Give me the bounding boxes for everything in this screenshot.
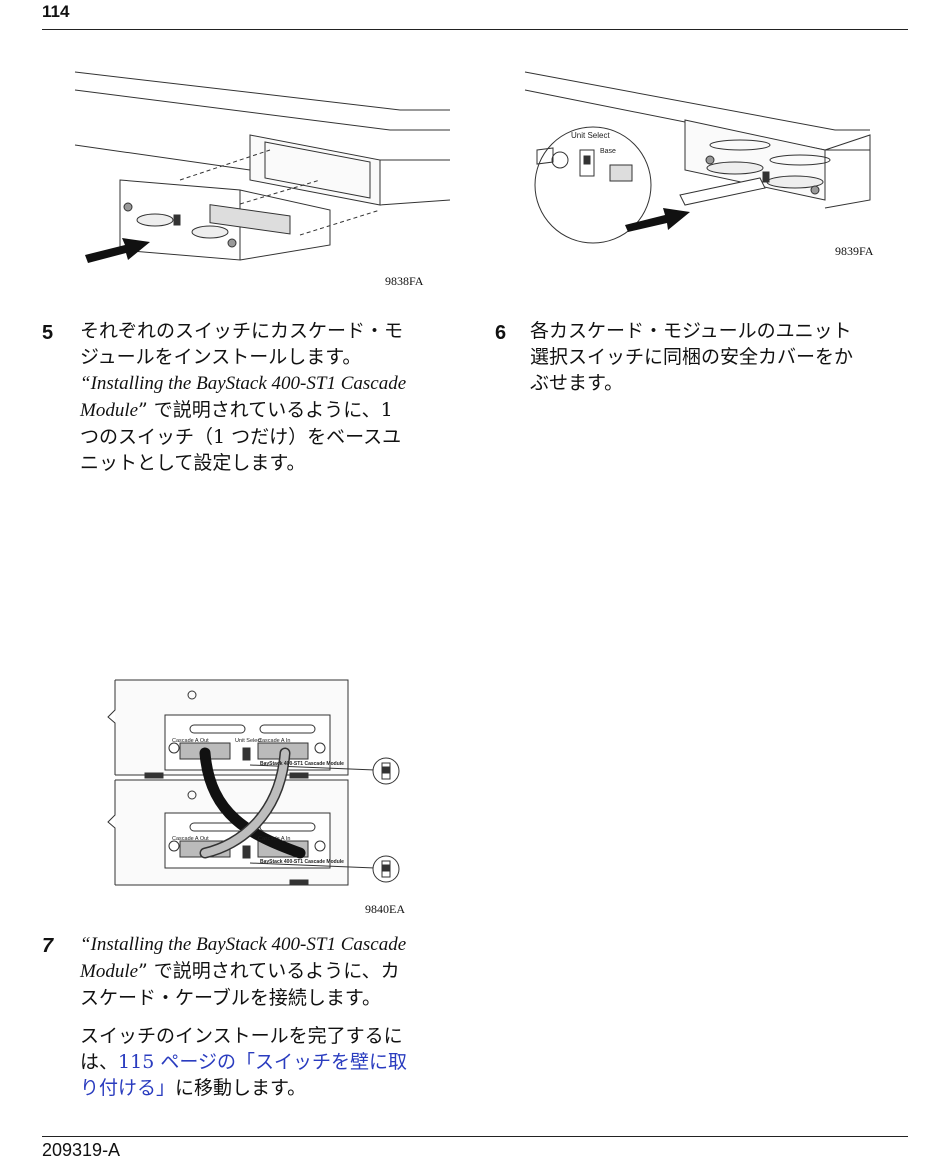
install-module-illustration xyxy=(74,71,451,263)
text-line: は、115 ページの「スイッチを壁に取 xyxy=(80,1049,470,1075)
header-rule xyxy=(42,29,908,30)
document-id: 209319-A xyxy=(42,1140,121,1160)
text-line: 各カスケード・モジュールのユニット xyxy=(530,320,852,342)
cascade-out-label: Cascade A Out xyxy=(172,836,209,842)
cascade-out-label: Cascade A Out xyxy=(172,738,209,744)
figure-install-module: 9838FA xyxy=(70,60,451,288)
reference-title: Module xyxy=(80,961,139,982)
text-line: ぶせます。 xyxy=(530,372,624,394)
page-link[interactable]: り付ける」 xyxy=(80,1077,176,1099)
text-line: り付ける」に移動します。 xyxy=(80,1075,470,1101)
unit-select-illustration: Unit Select Base xyxy=(524,71,871,244)
figure-label: 9839FA xyxy=(835,244,874,258)
text-line: ジュールをインストールします。 xyxy=(80,346,362,368)
page-link[interactable]: 115 ページの「スイッチを壁に取 xyxy=(118,1051,407,1073)
text-line: Module” で説明されているように、1 xyxy=(80,397,460,424)
switch-title-label: Unit Select xyxy=(571,131,610,140)
text-line: ニットとして設定します。 xyxy=(80,452,306,474)
cascade-in-label: Cascade A In xyxy=(258,738,290,744)
step-7-text: “Installing the BayStack 400-ST1 Cascade… xyxy=(80,931,470,1101)
step-number: 7 xyxy=(42,935,54,957)
step-6-text: 各カスケード・モジュールのユニット 選択スイッチに同梱の安全カバーをか ぶせます… xyxy=(530,318,910,396)
footer-rule xyxy=(42,1136,908,1137)
text-line: スケード・ケーブルを接続します。 xyxy=(80,987,381,1009)
text-line: Module” で説明されているように、カ xyxy=(80,958,470,985)
reference-title: “Installing the BayStack 400-ST1 Cascade xyxy=(80,934,407,955)
figure-label: 9840EA xyxy=(365,902,405,916)
text-fragment: ” で説明されているように、1 xyxy=(138,399,393,421)
text-line: “Installing the BayStack 400-ST1 Cascade xyxy=(80,370,460,397)
text-fragment: ” で説明されているように、カ xyxy=(138,960,400,982)
text-line: スイッチのインストールを完了するに xyxy=(80,1025,403,1047)
switch-base-label: Base xyxy=(600,148,616,155)
reference-title: Module xyxy=(80,400,139,421)
figure-unit-select-cover: Unit Select Base 9839FA xyxy=(524,60,875,260)
figure-cascade-cabling: Cascade A Out Unit Select Cascade A In B… xyxy=(100,675,410,916)
text-line: それぞれのスイッチにカスケード・モ xyxy=(80,320,404,342)
continuation-paragraph: スイッチのインストールを完了するに は、115 ページの「スイッチを壁に取 り付… xyxy=(80,1023,470,1101)
text-line: 選択スイッチに同梱の安全カバーをか xyxy=(530,346,854,368)
text-fragment: に移動します。 xyxy=(175,1077,307,1099)
page-number: 114 xyxy=(42,2,70,21)
cascade-in-label: Cascade A In xyxy=(258,836,290,842)
module-name-label: BayStack 400-ST1 Cascade Module xyxy=(260,859,344,865)
module-name-label: BayStack 400-ST1 Cascade Module xyxy=(260,761,344,767)
text-fragment: は、 xyxy=(80,1051,119,1073)
step-number: 5 xyxy=(42,322,54,344)
step-number: 6 xyxy=(495,322,507,344)
text-line: “Installing the BayStack 400-ST1 Cascade xyxy=(80,931,470,958)
cascade-cabling-illustration: Cascade A Out Unit Select Cascade A In B… xyxy=(107,679,400,886)
unit-select-label: Unit Select xyxy=(235,738,262,744)
text-line: つのスイッチ（1 つだけ）をベースユ xyxy=(80,426,402,448)
figure-label: 9838FA xyxy=(385,274,424,288)
reference-title: “Installing the BayStack 400-ST1 Cascade xyxy=(80,373,407,394)
step-5-text: それぞれのスイッチにカスケード・モ ジュールをインストールします。 “Insta… xyxy=(80,318,460,476)
